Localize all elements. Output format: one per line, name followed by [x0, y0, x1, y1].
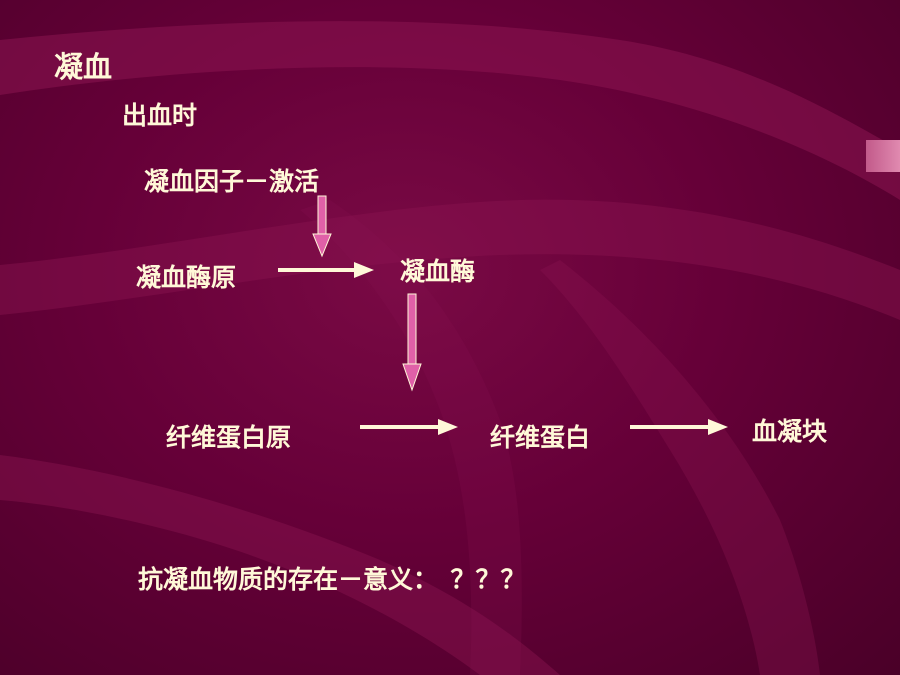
label-thrombin: 凝血酶: [400, 257, 476, 286]
label-blood-clot: 血凝块: [752, 417, 828, 446]
corner-tab-decoration: [866, 140, 900, 172]
label-prothrombin: 凝血酶原: [136, 263, 237, 292]
slide-title: 凝血: [54, 50, 113, 84]
label-factor-activation: 凝血因子－激活: [144, 167, 320, 196]
label-fibrinogen: 纤维蛋白原: [166, 423, 292, 452]
question-anticoagulant-meaning: 抗凝血物质的存在－意义： ？？？: [138, 565, 526, 594]
label-fibrin: 纤维蛋白: [490, 423, 591, 452]
subtitle-bleeding: 出血时: [122, 101, 198, 130]
